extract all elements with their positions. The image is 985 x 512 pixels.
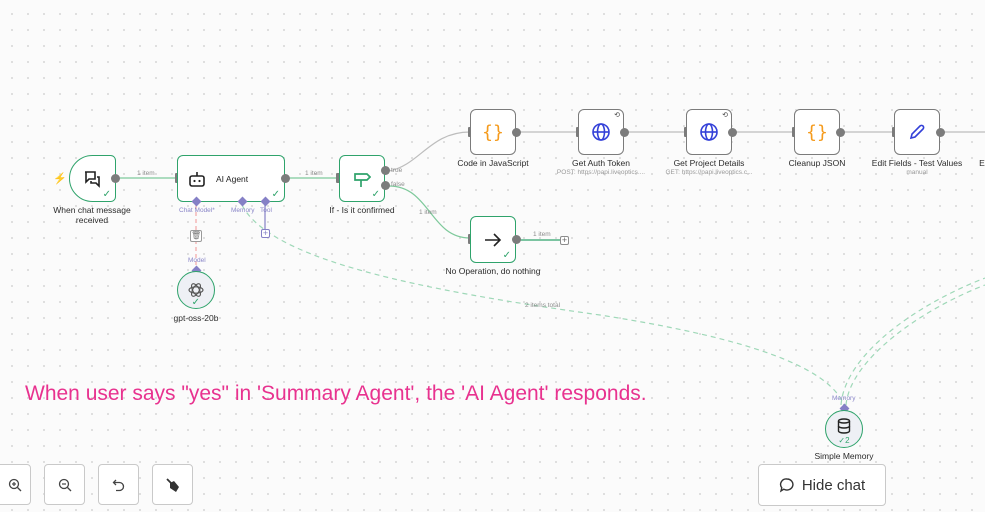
- retry-icon: ⟲: [614, 112, 620, 119]
- if-input-handle[interactable]: [336, 173, 341, 183]
- noop-label: No Operation, do nothing: [445, 266, 541, 276]
- edge-if-false: [388, 185, 471, 239]
- agent-label: AI Agent: [216, 173, 249, 184]
- if-label: If - Is it confirmed: [329, 205, 395, 215]
- edge-label-if-false: 1 item: [419, 209, 437, 216]
- undo-icon: [112, 479, 124, 491]
- node-edit-fields[interactable]: [894, 109, 940, 155]
- if-false-handle[interactable]: [381, 181, 390, 190]
- auth-subtitle: POST: https://papi.liveoptics....: [556, 169, 646, 176]
- edge-memory-agent: [241, 204, 845, 406]
- node-get-auth-token[interactable]: ⟲: [578, 109, 624, 155]
- edge-memory-right-2: [840, 277, 985, 406]
- signpost-icon: [354, 172, 371, 187]
- project-label: Get Project Details: [673, 158, 745, 168]
- edit-output-handle[interactable]: [936, 128, 945, 137]
- if-true-label: true: [391, 167, 403, 174]
- next-node-label-partial: E: [979, 158, 985, 168]
- chat-bubble-icon: [779, 478, 794, 493]
- success-check-icon: ✓: [271, 189, 280, 200]
- node-gpt-oss-20b[interactable]: ✓: [177, 271, 215, 309]
- node-cleanup-json[interactable]: {}: [794, 109, 840, 155]
- zoom-out-button[interactable]: [44, 464, 85, 505]
- node-no-operation[interactable]: ✓: [470, 216, 516, 263]
- edge-label-trigger-agent: 1 item: [137, 170, 155, 177]
- noop-output-handle[interactable]: [512, 235, 521, 244]
- if-true-handle[interactable]: [381, 166, 390, 175]
- node-ai-agent[interactable]: AI Agent ✓: [177, 155, 285, 202]
- edge-label-noop-out: 1 item: [533, 231, 551, 238]
- success-check-icon: ✓: [502, 250, 511, 261]
- tool-port-label: Tool: [260, 207, 272, 214]
- robot-icon: [189, 171, 205, 187]
- broom-icon: [165, 477, 179, 492]
- success-check-icon: ✓: [371, 189, 380, 200]
- add-tool-plus-icon[interactable]: +: [261, 228, 270, 238]
- edge-memory-right-1: [845, 284, 985, 406]
- model-port-label: Model: [188, 257, 206, 264]
- zoom-in-icon: [8, 478, 21, 491]
- retry-icon: ⟲: [722, 112, 728, 119]
- braces-icon: {}: [482, 121, 504, 143]
- project-subtitle: GET: https://papi.liveoptics.c...: [665, 169, 753, 176]
- project-output-handle[interactable]: [728, 128, 737, 137]
- chat-icon: [84, 170, 100, 188]
- globe-icon: [592, 123, 610, 141]
- pencil-icon: [909, 124, 925, 140]
- zoom-out-icon: [58, 478, 71, 491]
- auth-output-handle[interactable]: [620, 128, 629, 137]
- database-icon: [837, 418, 851, 434]
- node-if-confirmed[interactable]: ✓: [339, 155, 385, 202]
- delete-connection-trash-icon[interactable]: 🗑: [190, 230, 202, 242]
- globe-icon: [700, 123, 718, 141]
- success-check-icon: ✓: [102, 189, 111, 200]
- memory-label: Simple Memory: [814, 451, 874, 461]
- success-check-icon: ✓: [191, 297, 200, 308]
- run-count-badge: ✓2: [838, 436, 850, 445]
- if-false-label: false: [391, 181, 405, 188]
- auth-label: Get Auth Token: [572, 158, 630, 168]
- node-chat-trigger[interactable]: ✓: [69, 155, 116, 202]
- code-output-handle[interactable]: [512, 128, 521, 137]
- clear-execution-button[interactable]: [152, 464, 193, 505]
- node-code-javascript[interactable]: {}: [470, 109, 516, 155]
- cleanup-output-handle[interactable]: [836, 128, 845, 137]
- hide-chat-button[interactable]: Hide chat: [758, 464, 886, 506]
- add-node-plus-icon[interactable]: +: [560, 235, 569, 245]
- arrow-right-icon: [485, 232, 502, 247]
- memory-port-label-bottom: Memory: [832, 395, 856, 402]
- cleanup-label: Cleanup JSON: [788, 158, 846, 168]
- edit-label: Edit Fields - Test Values: [871, 158, 963, 168]
- node-simple-memory[interactable]: ✓2: [825, 410, 863, 448]
- trigger-output-handle[interactable]: [111, 174, 120, 183]
- openai-icon: [188, 283, 204, 297]
- hide-chat-label: Hide chat: [801, 476, 866, 494]
- trigger-bolt-icon: ⚡: [53, 173, 67, 185]
- braces-icon: {}: [806, 121, 828, 143]
- model-label: gpt-oss-20b: [173, 313, 219, 323]
- edge-label-memory-total: 2 items total: [525, 302, 561, 309]
- memory-port-label: Memory: [231, 207, 255, 214]
- edge-label-agent-if: 1 item: [305, 170, 323, 177]
- undo-button[interactable]: [98, 464, 139, 505]
- zoom-in-button[interactable]: [0, 464, 31, 505]
- chat-model-port-label: Chat Model*: [179, 207, 215, 214]
- edit-subtitle: manual: [906, 169, 928, 176]
- sticky-note-annotation: When user says "yes" in 'Summary Agent',…: [25, 382, 647, 405]
- node-get-project-details[interactable]: ⟲: [686, 109, 732, 155]
- agent-output-handle[interactable]: [281, 174, 290, 183]
- code-label: Code in JavaScript: [457, 158, 529, 168]
- edge-if-true: [388, 131, 471, 172]
